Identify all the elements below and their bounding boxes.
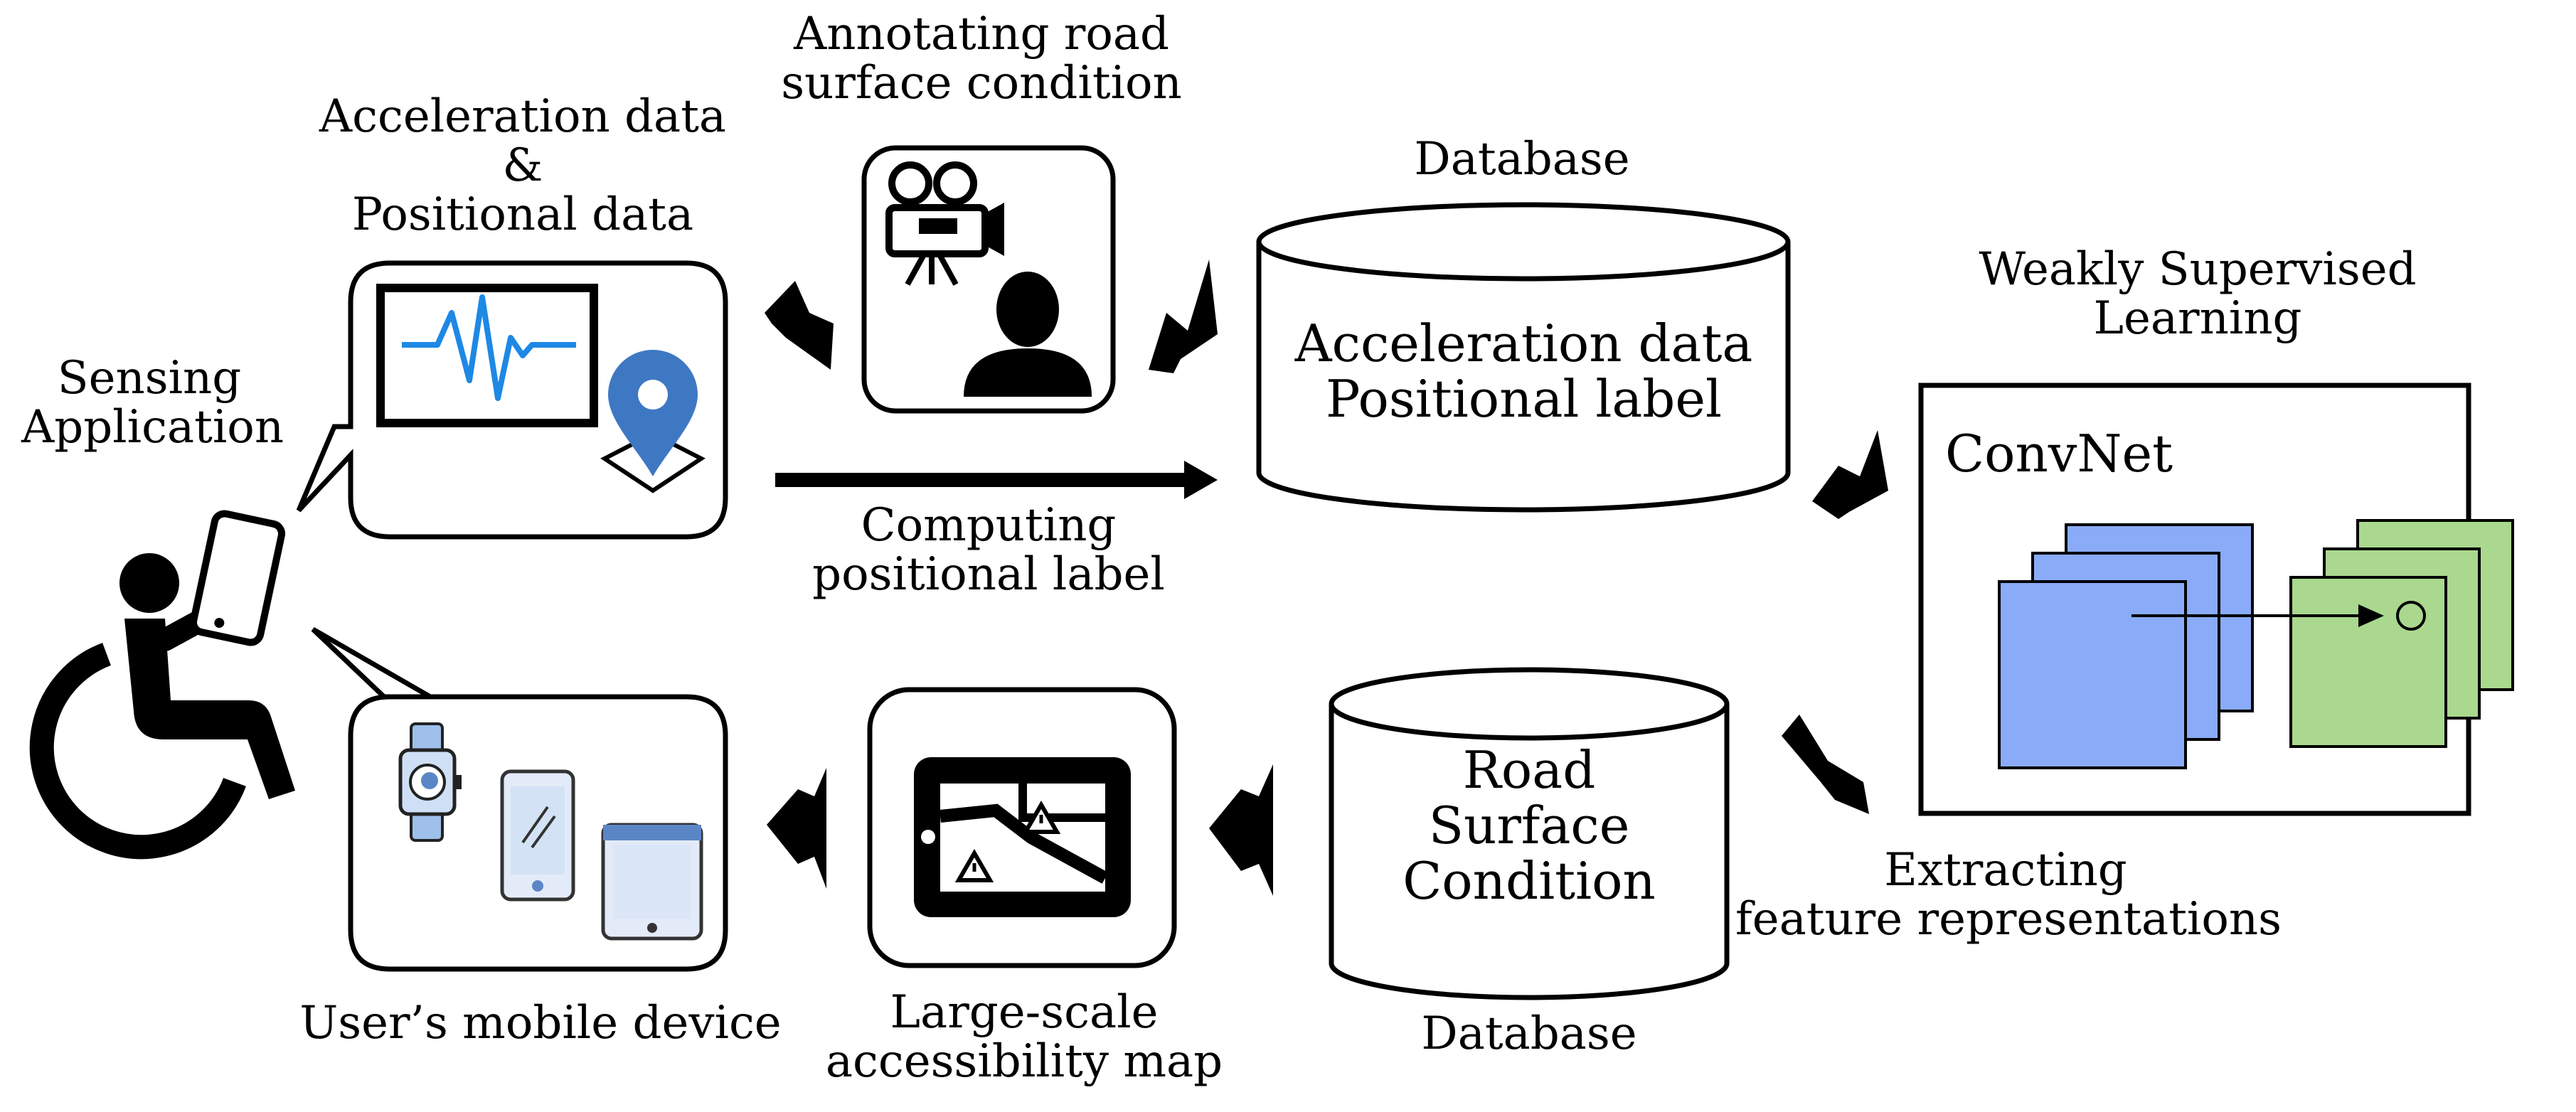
- feature-maps-output: [2289, 519, 2514, 748]
- user-device-label: User’s mobile device: [299, 997, 782, 1049]
- flow-arrows: [765, 260, 1888, 896]
- acceleration-positional-label: Acceleration data & Positional data: [319, 90, 727, 242]
- arrow-to-annotator: [765, 281, 834, 370]
- database-bottom-cylinder: [1329, 667, 1730, 1000]
- database-top-content: Acceleration data Positional label: [1294, 314, 1753, 429]
- arrow-to-database: [1149, 260, 1218, 373]
- location-pin-icon: [600, 350, 706, 493]
- database-top-title: Database: [1414, 133, 1630, 186]
- road-surface-db-content: Road Surface Condition: [1403, 740, 1656, 911]
- computing-label: Computing positional label: [812, 499, 1165, 602]
- devices-bubble: [311, 626, 728, 972]
- extracting-label: Extracting feature representations: [1735, 844, 2282, 946]
- person-icon: [964, 272, 1092, 397]
- tablet-icon: [601, 823, 703, 941]
- sensing-application-label: Sensing Application: [21, 352, 284, 454]
- annotating-label: Annotating road surface condition: [781, 8, 1182, 110]
- video-camera-icon: [885, 161, 1004, 286]
- feature-maps-input: [1998, 523, 2254, 769]
- smartphone-icon: [189, 510, 286, 646]
- smartphone-icon: [500, 769, 575, 902]
- arrow-from-convnet: [1782, 715, 1869, 814]
- annotator-box: [861, 145, 1116, 414]
- map-warning-icon: [914, 757, 1131, 917]
- arrow-to-map: [1209, 764, 1273, 896]
- arrow-to-convnet: [1812, 430, 1888, 519]
- smartwatch-icon: [398, 722, 462, 842]
- arrow-to-devices: [767, 768, 826, 889]
- weakly-supervised-label: Weakly Supervised Learning: [1979, 243, 2417, 346]
- database-bottom-title: Database: [1421, 1007, 1637, 1060]
- convnet-box: [1918, 383, 2514, 816]
- database-top-cylinder: [1256, 202, 1791, 513]
- accessibility-map-label: Large-scale accessibility map: [825, 986, 1223, 1089]
- waveform-icon: [376, 284, 598, 427]
- convnet-title: ConvNet: [1945, 424, 2173, 483]
- accessibility-map-box: [867, 687, 1177, 968]
- sensor-data-bubble: [296, 260, 728, 540]
